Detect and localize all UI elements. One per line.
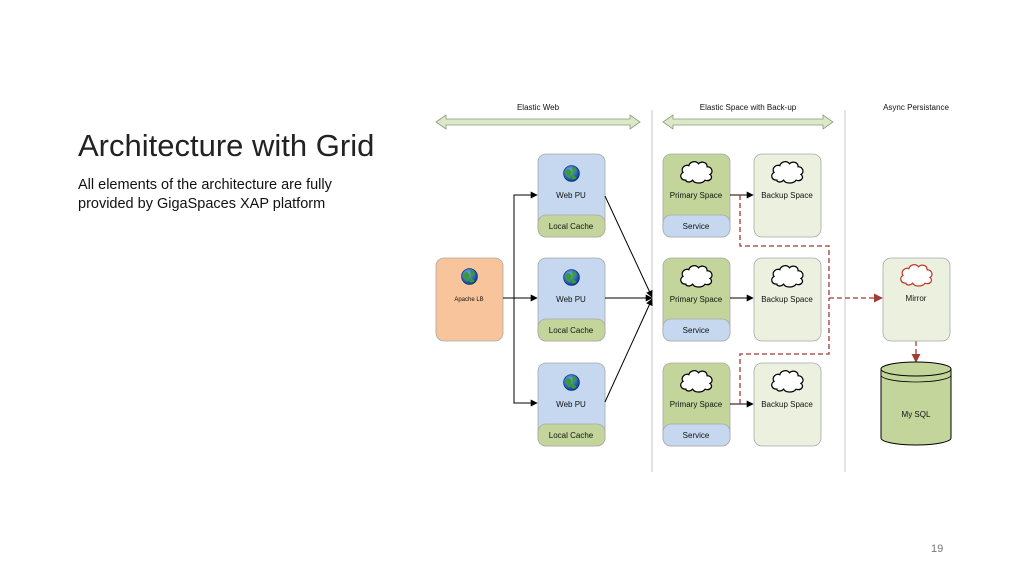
webpu-to-space-connectors — [604, 195, 653, 403]
section-label-async-persistance: Async Persistance — [883, 103, 949, 112]
web-pu-node: Web PU Local Cache — [537, 153, 606, 238]
service-label: Service — [683, 222, 710, 231]
primary-space-label: Primary Space — [670, 191, 723, 200]
elastic-space-range-arrow — [662, 114, 834, 130]
local-cache-box — [537, 318, 606, 342]
globe-icon — [461, 268, 478, 285]
globe-icon — [563, 374, 580, 391]
body-line: provided by GigaSpaces XAP platform — [78, 196, 326, 212]
database-icon: My SQL — [880, 361, 952, 446]
local-cache-label: Local Cache — [549, 431, 594, 440]
service-box — [662, 214, 731, 238]
web-pu-label: Web PU — [556, 400, 586, 409]
primary-space-label: Primary Space — [670, 295, 723, 304]
apache-lb-label: Apache LB — [454, 297, 483, 303]
body-line: All elements of the architecture are ful… — [78, 177, 332, 193]
backup-space-node: Backup Space — [753, 362, 822, 447]
cloud-icon — [771, 161, 804, 184]
mirror-label: Mirror — [906, 294, 927, 303]
cloud-icon — [680, 161, 713, 184]
web-pu-node: Web PU Local Cache — [537, 257, 606, 342]
section-label-elastic-web: Elastic Web — [517, 103, 560, 112]
lb-connectors — [503, 191, 538, 407]
cloud-icon — [900, 264, 933, 287]
backup-space-label: Backup Space — [761, 295, 813, 304]
mirror-node: Mirror — [882, 257, 951, 342]
web-pu-label: Web PU — [556, 191, 586, 200]
backup-space-node: Backup Space — [753, 257, 822, 342]
globe-icon — [563, 269, 580, 286]
backup-space-label: Backup Space — [761, 191, 813, 200]
service-label: Service — [683, 326, 710, 335]
local-cache-box — [537, 423, 606, 447]
elastic-web-range-arrow — [435, 114, 641, 130]
web-pu-node: Web PU Local Cache — [537, 362, 606, 447]
cloud-icon — [680, 265, 713, 288]
primary-space-node: Primary Space Service — [662, 257, 731, 342]
globe-icon — [563, 165, 580, 182]
local-cache-label: Local Cache — [549, 326, 594, 335]
local-cache-label: Local Cache — [549, 222, 594, 231]
web-pu-label: Web PU — [556, 295, 586, 304]
page-number: 19 — [931, 543, 944, 555]
cloud-icon — [680, 370, 713, 393]
primary-to-backup-connectors — [730, 191, 754, 408]
service-box — [662, 318, 731, 342]
service-box — [662, 423, 731, 447]
primary-space-node: Primary Space Service — [662, 362, 731, 447]
database-label: My SQL — [902, 410, 931, 419]
backup-space-label: Backup Space — [761, 400, 813, 409]
cloud-icon — [771, 370, 804, 393]
backup-space-node: Backup Space — [753, 153, 822, 238]
local-cache-box — [537, 214, 606, 238]
section-label-elastic-space: Elastic Space with Back-up — [700, 103, 797, 112]
slide-title: Architecture with Grid — [78, 128, 375, 163]
apache-lb-node: Apache LB — [435, 257, 504, 342]
primary-space-node: Primary Space Service — [662, 153, 731, 238]
cloud-icon — [771, 265, 804, 288]
service-label: Service — [683, 431, 710, 440]
slide-body-text: All elements of the architecture are ful… — [78, 176, 378, 214]
primary-space-label: Primary Space — [670, 400, 723, 409]
async-replication-path — [739, 195, 921, 404]
